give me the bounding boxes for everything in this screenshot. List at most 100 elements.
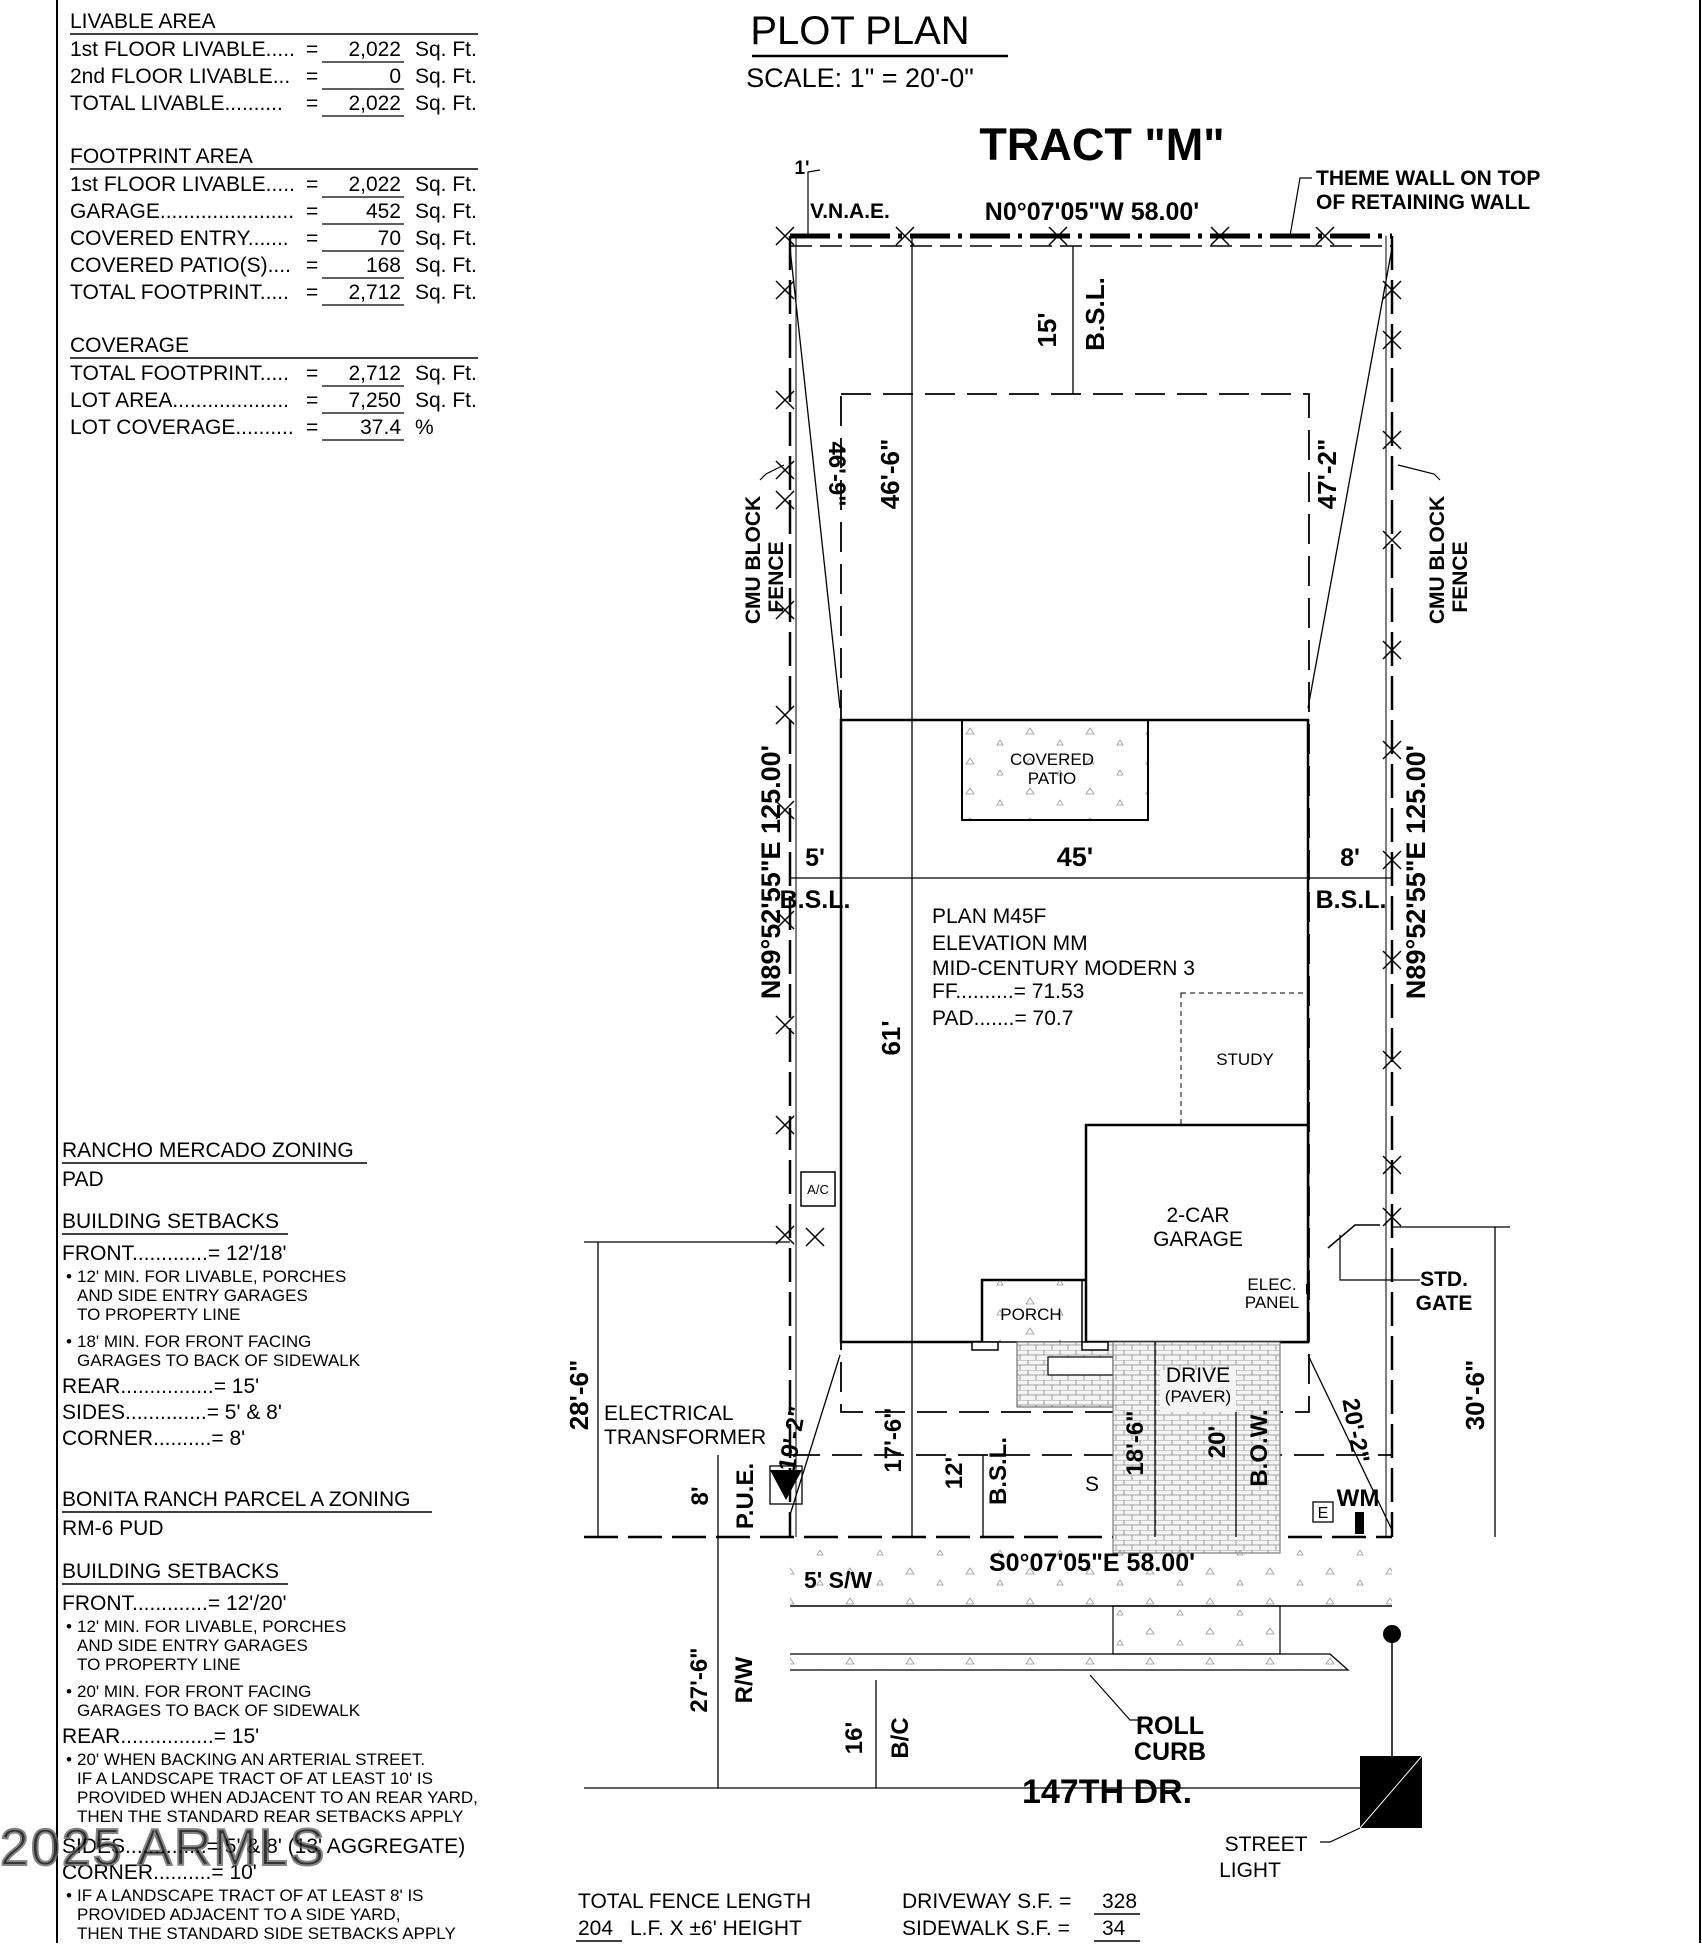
- zoning1-front-note2-a: 18' MIN. FOR FRONT FACING: [77, 1332, 311, 1351]
- driveway-sf-label: DRIVEWAY S.F. =: [902, 1890, 1071, 1913]
- footprint-row-eq: =: [306, 173, 318, 196]
- fence-x-marker: [775, 705, 795, 725]
- footprint-row-eq: =: [306, 200, 318, 223]
- electric-box: [1312, 1501, 1334, 1523]
- covered-patio-label-2: PATIO: [1028, 769, 1077, 788]
- footprint-row-label: COVERED ENTRY.......: [70, 227, 289, 250]
- fence-x-marker: [1382, 850, 1402, 870]
- fence-x-marker: [1382, 1050, 1402, 1070]
- fence-x-marker: [775, 490, 795, 510]
- elec-transformer-label-1: ELECTRICAL: [604, 1402, 734, 1425]
- sidewalk-sf-label: SIDEWALK S.F. =: [902, 1917, 1070, 1940]
- bc-label: B/C: [887, 1717, 914, 1758]
- water-meter-label: WM: [1337, 1485, 1380, 1512]
- water-meter: [1355, 1512, 1364, 1534]
- vnae-label: V.N.A.E.: [810, 200, 890, 223]
- right-bearing: N89°52'55"E 125.00': [1401, 745, 1431, 999]
- coverage-row-label: TOTAL FOOTPRINT.....: [70, 362, 289, 385]
- coverage-heading: COVERAGE: [70, 334, 189, 357]
- footprint-row-eq: =: [306, 254, 318, 277]
- zoning2-sides: SIDES..............= 5' & 8' (13' AGGREG…: [62, 1835, 465, 1858]
- livable-row-unit: Sq. Ft.: [415, 65, 477, 88]
- house-footprint: COVERED PATIO STUDY 2-CAR GARAGE ELEC. P…: [800, 718, 1310, 1408]
- std-gate-label-1: STD.: [1420, 1268, 1468, 1291]
- coverage-row-unit: Sq. Ft.: [415, 362, 477, 385]
- fence-x-marker: [1382, 1207, 1402, 1227]
- garage-label-2: GARAGE: [1153, 1228, 1243, 1251]
- fence-x-marker: [775, 1015, 795, 1035]
- dim-30-6: 30'-6": [1460, 1360, 1490, 1431]
- cmu-right-1: CMU BLOCK: [1426, 496, 1449, 624]
- livable-row-unit: Sq. Ft.: [415, 38, 477, 61]
- coverage-row-eq: =: [306, 416, 318, 439]
- livable-row-label: TOTAL LIVABLE..........: [70, 92, 283, 115]
- fence-x-marker: [1382, 640, 1402, 660]
- livable-row-value: 2,022: [348, 38, 401, 61]
- sewer-mark: S: [1085, 1473, 1099, 1496]
- theme-wall-label-1: THEME WALL ON TOP: [1316, 167, 1540, 190]
- porch-label: PORCH: [1000, 1305, 1061, 1324]
- footer-totals: TOTAL FENCE LENGTH 204 L.F. X ±6' HEIGHT…: [576, 1890, 1140, 1942]
- fence-x-marker: [805, 1227, 825, 1247]
- zoning2-front-note1-b: AND SIDE ENTRY GARAGES: [77, 1636, 308, 1655]
- zoning2-rear-note-d: THEN THE STANDARD REAR SETBACKS APPLY: [77, 1807, 463, 1826]
- fence-x-marker: [775, 1115, 795, 1135]
- footprint-row-eq: =: [306, 227, 318, 250]
- rw-label: R/W: [731, 1656, 758, 1703]
- elec-transformer-label-2: TRANSFORMER: [604, 1426, 766, 1449]
- zoning1-sides: SIDES..............= 5' & 8': [62, 1401, 282, 1424]
- fence-x-marker: [775, 390, 795, 410]
- coverage-row-unit: Sq. Ft.: [415, 389, 477, 412]
- zoning2-front-note2-a: 20' MIN. FOR FRONT FACING: [77, 1682, 311, 1701]
- fence-x-marker: [775, 1225, 795, 1245]
- footprint-row-unit: Sq. Ft.: [415, 254, 477, 277]
- dim-47-2: 47'-2": [1312, 439, 1342, 510]
- side-bsl-right: B.S.L.: [1316, 886, 1387, 914]
- pad-elevation: PAD.......= 70.7: [932, 1007, 1073, 1030]
- street-light-label-2: LIGHT: [1219, 1859, 1281, 1882]
- roll-curb-label-1: ROLL: [1136, 1712, 1204, 1740]
- drive-label-2: (PAVER): [1165, 1387, 1231, 1406]
- dim-16: 16': [841, 1722, 868, 1754]
- fence-x-marker: [1048, 226, 1068, 246]
- ac-label: A/C: [807, 1182, 829, 1197]
- std-gate-label-2: GATE: [1416, 1292, 1473, 1315]
- zoning1-setbacks-heading: BUILDING SETBACKS: [62, 1210, 279, 1233]
- ac-unit: [800, 1171, 836, 1207]
- fence-x-marker: [1315, 226, 1335, 246]
- footprint-heading: FOOTPRINT AREA: [70, 145, 253, 168]
- svg-text:•: •: [66, 1682, 72, 1701]
- zoning1-front: FRONT.............= 12'/18': [62, 1242, 287, 1265]
- covered-patio-label-1: COVERED: [1010, 750, 1094, 769]
- plot-scale: SCALE: 1" = 20'-0": [746, 63, 974, 93]
- dim-18-6: 18'-6": [1122, 1410, 1149, 1475]
- covered-patio: [961, 719, 1149, 821]
- zoning2-corner: CORNER..........= 10': [62, 1861, 257, 1884]
- zoning1-front-note1-c: TO PROPERTY LINE: [77, 1305, 240, 1324]
- livable-row-eq: =: [306, 38, 318, 61]
- north-bearing: N0°07'05"W 58.00': [985, 198, 1199, 226]
- footprint-row-label: TOTAL FOOTPRINT.....: [70, 281, 289, 304]
- cmu-left-2: FENCE: [765, 541, 788, 612]
- zoning2-corner-note-c: THEN THE STANDARD SIDE SETBACKS APPLY: [77, 1924, 456, 1943]
- garage-label-1: 2-CAR: [1166, 1204, 1229, 1227]
- side-bsl-left: B.S.L.: [780, 886, 851, 914]
- livable-heading: LIVABLE AREA: [70, 10, 216, 33]
- footprint-row-value: 2,022: [348, 173, 401, 196]
- zoning2-front: FRONT.............= 12'/20': [62, 1592, 287, 1615]
- footprint-row-eq: =: [306, 281, 318, 304]
- fence-x-marker: [895, 226, 915, 246]
- zoning1-title: RANCHO MERCADO ZONING: [62, 1139, 354, 1162]
- electric-mark: E: [1318, 1505, 1329, 1522]
- svg-text:•: •: [66, 1267, 72, 1286]
- livable-row-value: 0: [389, 65, 401, 88]
- zoning2-rear-note-b: IF A LANDSCAPE TRACT OF AT LEAST 10' IS: [77, 1769, 433, 1788]
- fence-x-marker: [1382, 1155, 1402, 1175]
- livable-row-label: 2nd FLOOR LIVABLE...: [70, 65, 290, 88]
- zoning2-corner-note-b: PROVIDED ADJACENT TO A SIDE YARD,: [77, 1905, 400, 1924]
- plot-title-block: PLOT PLAN SCALE: 1" = 20'-0" TRACT "M": [746, 9, 1224, 170]
- fence-x-marker: [775, 600, 795, 620]
- zoning-bonita-ranch: BONITA RANCH PARCEL A ZONING RM-6 PUD BU…: [62, 1488, 478, 1943]
